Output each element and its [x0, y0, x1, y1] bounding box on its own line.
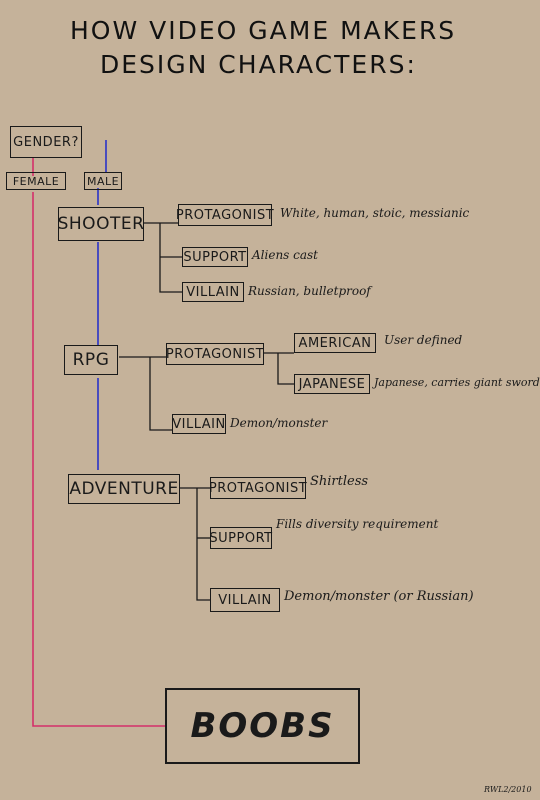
shooter-villain-node: VILLAIN — [182, 282, 244, 302]
adventure-node: ADVENTURE — [68, 474, 180, 504]
rpg-branches — [119, 352, 294, 431]
adventure-villain-note: Demon/monster (or Russian) — [284, 589, 474, 604]
shooter-protagonist-note: White, human, stoic, messianic — [280, 206, 470, 220]
rpg-american-note: User defined — [384, 333, 463, 347]
gender-root-node: GENDER? — [10, 126, 82, 158]
adventure-support-note: Fills diversity requirement — [276, 517, 439, 531]
artist-signature: RWL2/2010 — [484, 785, 532, 794]
adventure-support-node: SUPPORT — [209, 527, 272, 549]
female-line — [32, 158, 165, 727]
rpg-villain-node: VILLAIN — [172, 414, 226, 434]
male-line — [97, 140, 107, 470]
shooter-support-node: SUPPORT — [182, 247, 248, 267]
rpg-japanese-node: JAPANESE — [294, 374, 370, 394]
rpg-japanese-note: Japanese, carries giant sword — [374, 376, 540, 389]
title-line-2: DESIGN CHARACTERS: — [100, 50, 417, 79]
title-line-1: HOW VIDEO GAME MAKERS — [70, 16, 457, 45]
female-node: FEMALE — [6, 172, 66, 190]
boobs-result-node: BOOBS — [165, 688, 360, 764]
shooter-protagonist-node: PROTAGONIST — [176, 204, 274, 226]
rpg-american-node: AMERICAN — [294, 333, 376, 353]
male-node: MALE — [84, 172, 122, 190]
shooter-node: SHOOTER — [58, 207, 144, 241]
shooter-villain-note: Russian, bulletproof — [248, 284, 371, 298]
rpg-protagonist-node: PROTAGONIST — [166, 343, 264, 365]
adventure-protagonist-node: PROTAGONIST — [209, 477, 307, 499]
rpg-villain-note: Demon/monster — [230, 416, 328, 430]
adventure-branches — [180, 487, 210, 601]
rpg-node: RPG — [64, 345, 118, 375]
shooter-support-note: Aliens cast — [252, 248, 318, 262]
adventure-protagonist-note: Shirtless — [310, 474, 369, 489]
shooter-branches — [143, 222, 182, 293]
adventure-villain-node: VILLAIN — [210, 588, 280, 612]
